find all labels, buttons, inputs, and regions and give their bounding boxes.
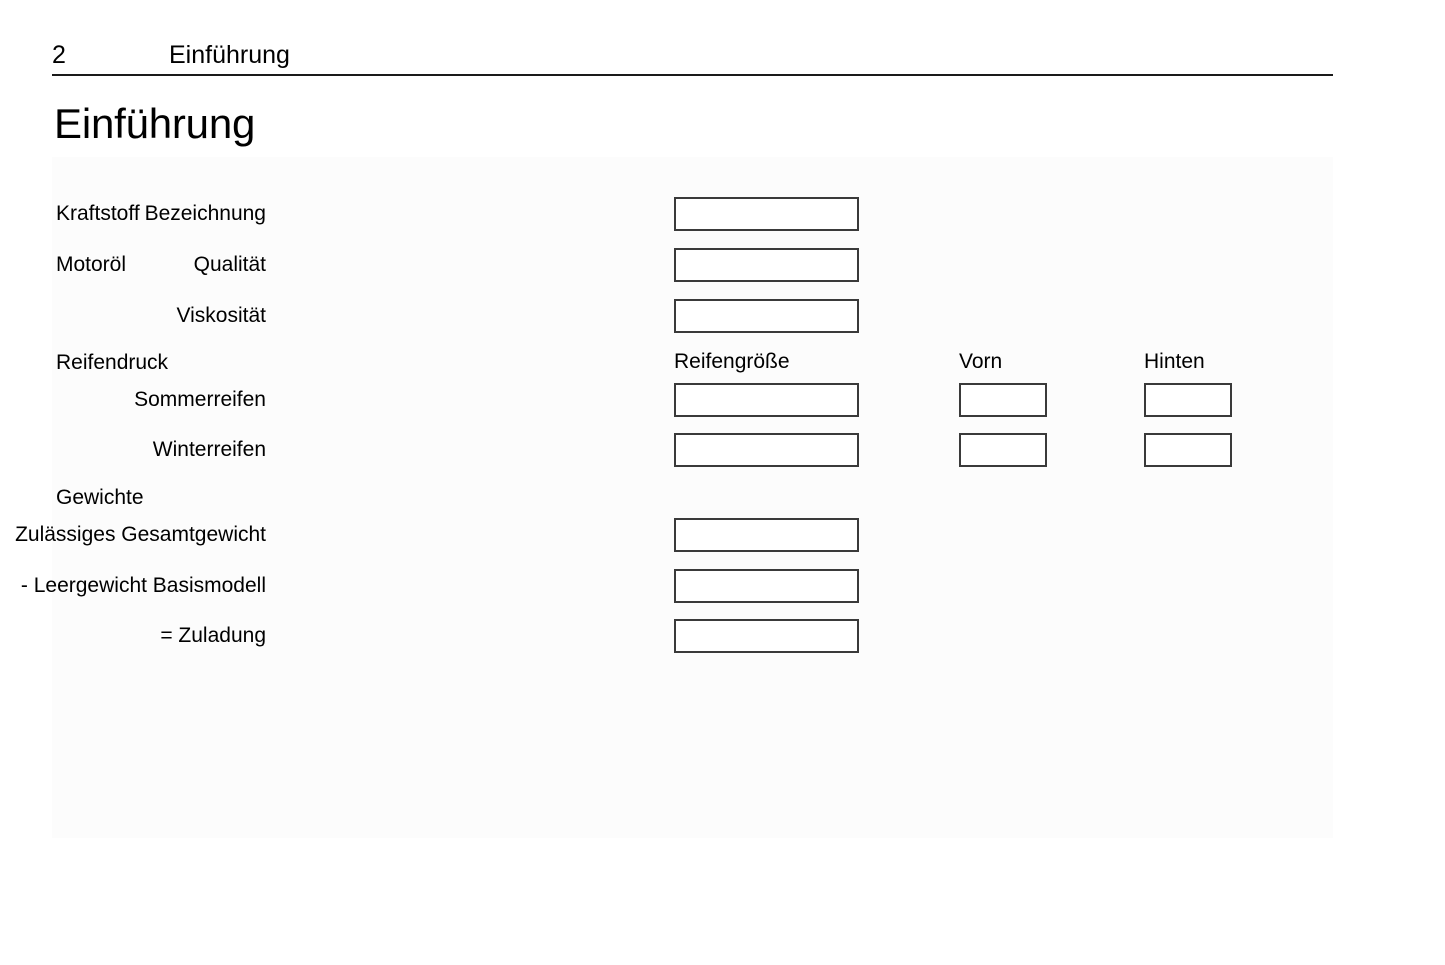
running-header: 2 Einführung xyxy=(52,40,1332,76)
column-header-vorn: Vorn xyxy=(959,350,1003,373)
row-label-qualitaet: Qualität xyxy=(193,253,266,276)
field-winterreifen-vorn[interactable] xyxy=(959,433,1047,467)
row-label-viskositaet: Viskosität xyxy=(176,304,267,327)
form-row-leergewicht: - Leergewicht Basismodell xyxy=(21,569,1333,603)
header-chapter-name: Einführung xyxy=(169,41,290,69)
row-label-bezeichnung: Bezeichnung xyxy=(144,202,266,225)
field-sommerreifen-vorn[interactable] xyxy=(959,383,1047,417)
field-bezeichnung[interactable] xyxy=(674,197,859,231)
section-label-kraftstoff: Kraftstoff xyxy=(56,202,140,225)
field-sommerreifen-groesse[interactable] xyxy=(674,383,859,417)
header-divider-rule xyxy=(52,74,1333,76)
form-row-gesamtgewicht: Zulässiges Gesamtgewicht xyxy=(15,518,1333,552)
section-label-reifendruck: Reifendruck xyxy=(56,351,169,374)
row-label-gesamtgewicht: Zulässiges Gesamtgewicht xyxy=(15,523,266,546)
form-row-winterreifen: Winterreifen xyxy=(52,433,1333,467)
field-leergewicht[interactable] xyxy=(674,569,859,603)
field-gesamtgewicht[interactable] xyxy=(674,518,859,552)
row-label-sommerreifen: Sommerreifen xyxy=(134,388,266,411)
field-qualitaet[interactable] xyxy=(674,248,859,282)
form-row-viskositaet: Viskosität xyxy=(52,299,1333,333)
field-winterreifen-groesse[interactable] xyxy=(674,433,859,467)
column-header-hinten: Hinten xyxy=(1144,350,1205,373)
field-winterreifen-hinten[interactable] xyxy=(1144,433,1232,467)
section-label-gewichte: Gewichte xyxy=(56,486,144,509)
row-label-leergewicht: - Leergewicht Basismodell xyxy=(20,574,266,597)
form-row-qualitaet: Qualität xyxy=(52,248,1333,282)
row-label-winterreifen: Winterreifen xyxy=(152,438,266,461)
field-sommerreifen-hinten[interactable] xyxy=(1144,383,1232,417)
page-title: Einführung xyxy=(54,100,256,147)
form-row-zuladung: = Zuladung xyxy=(52,619,1333,653)
row-label-zuladung: = Zuladung xyxy=(160,624,266,647)
form-row-sommerreifen: Sommerreifen xyxy=(52,383,1333,417)
section-label-motoroel: Motoröl xyxy=(56,253,127,276)
field-zuladung[interactable] xyxy=(674,619,859,653)
vehicle-data-form-panel: Kraftstoff Motoröl Reifendruck Gewichte … xyxy=(15,157,1333,838)
column-header-reifengroesse: Reifengröße xyxy=(674,350,790,373)
form-row-bezeichnung: Bezeichnung xyxy=(52,197,1333,231)
page-number: 2 xyxy=(52,41,66,69)
field-viskositaet[interactable] xyxy=(674,299,859,333)
